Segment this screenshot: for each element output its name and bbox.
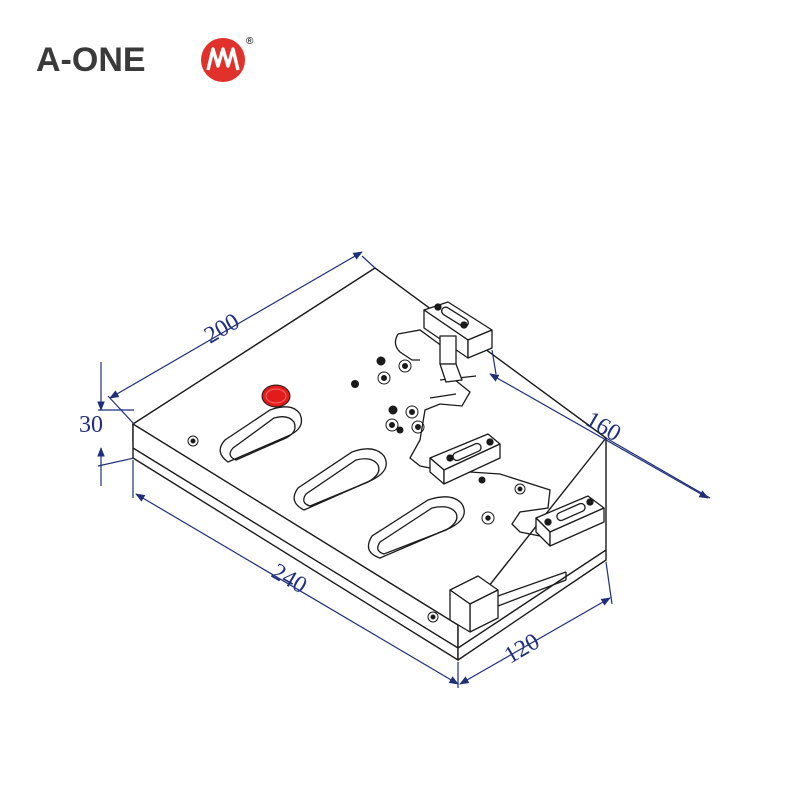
dim-line-160	[489, 373, 709, 499]
clamp-middle	[429, 433, 501, 485]
brand-logo-icon	[201, 38, 245, 82]
brand-header: A-ONE ®	[0, 0, 800, 110]
registered-mark: ®	[246, 36, 254, 47]
dim-line-240	[135, 493, 459, 685]
slot-1	[219, 406, 303, 463]
clamp-top	[423, 301, 493, 383]
slot-1-inner	[229, 416, 296, 461]
dim-line-120	[459, 597, 611, 685]
dimension-lines	[97, 251, 711, 688]
dim-line-200	[109, 251, 363, 399]
dim-label-length: 200	[200, 309, 244, 350]
dim-label-width-side: 120	[500, 629, 544, 670]
brand-name: A-ONE	[36, 41, 146, 79]
dim-label-height: 30	[79, 412, 103, 438]
clamp-bottom	[535, 495, 605, 547]
red-marker	[261, 384, 291, 408]
